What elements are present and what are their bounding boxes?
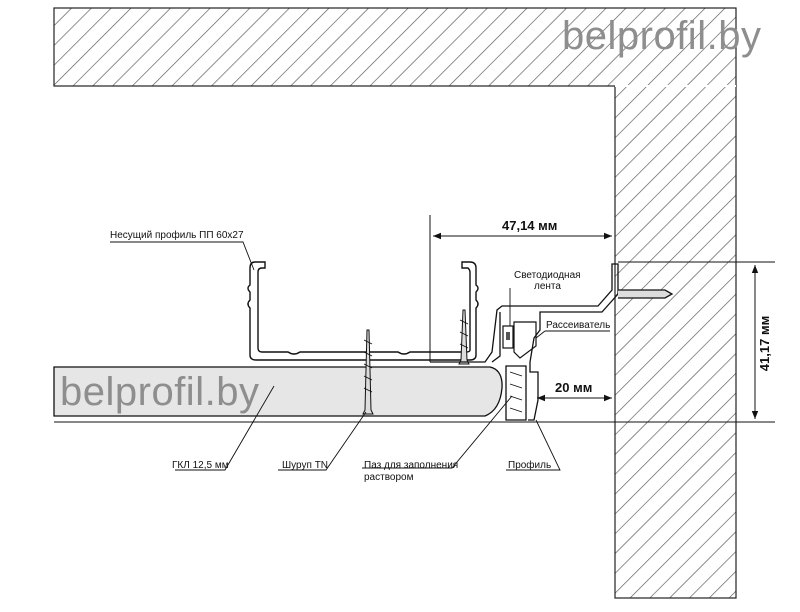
dim-horizontal-top: 47,14 мм <box>502 218 558 233</box>
carrier-profile <box>247 261 479 361</box>
label-led-strip-2: лента <box>534 281 561 292</box>
gkl-board <box>53 366 503 417</box>
watermark-top-right: belprofil.by <box>562 14 762 58</box>
label-led-strip-1: Светодиодная <box>514 270 581 281</box>
dim-horizontal-bottom: 20 мм <box>555 380 593 395</box>
diffuser <box>513 321 537 359</box>
label-profile: Профиль <box>508 460 552 471</box>
label-groove-2: раствором <box>364 472 414 483</box>
screw-left <box>362 329 374 415</box>
label-groove-1: Паз для заполнения <box>364 460 459 471</box>
label-screw: Шуруп TN <box>282 460 329 471</box>
ceiling-slab <box>53 7 737 87</box>
watermark-left: belprofil.by <box>60 370 260 414</box>
label-diffuser: Рассеиватель <box>546 320 611 331</box>
label-gkl: ГКЛ 12,5 мм <box>172 460 229 471</box>
aluminium-profile <box>430 263 674 421</box>
dim-vertical: 41,17 мм <box>757 315 773 372</box>
wall <box>614 85 737 599</box>
screw-right <box>458 309 470 365</box>
label-carrier-profile: Несущий профиль ПП 60x27 <box>110 230 244 241</box>
